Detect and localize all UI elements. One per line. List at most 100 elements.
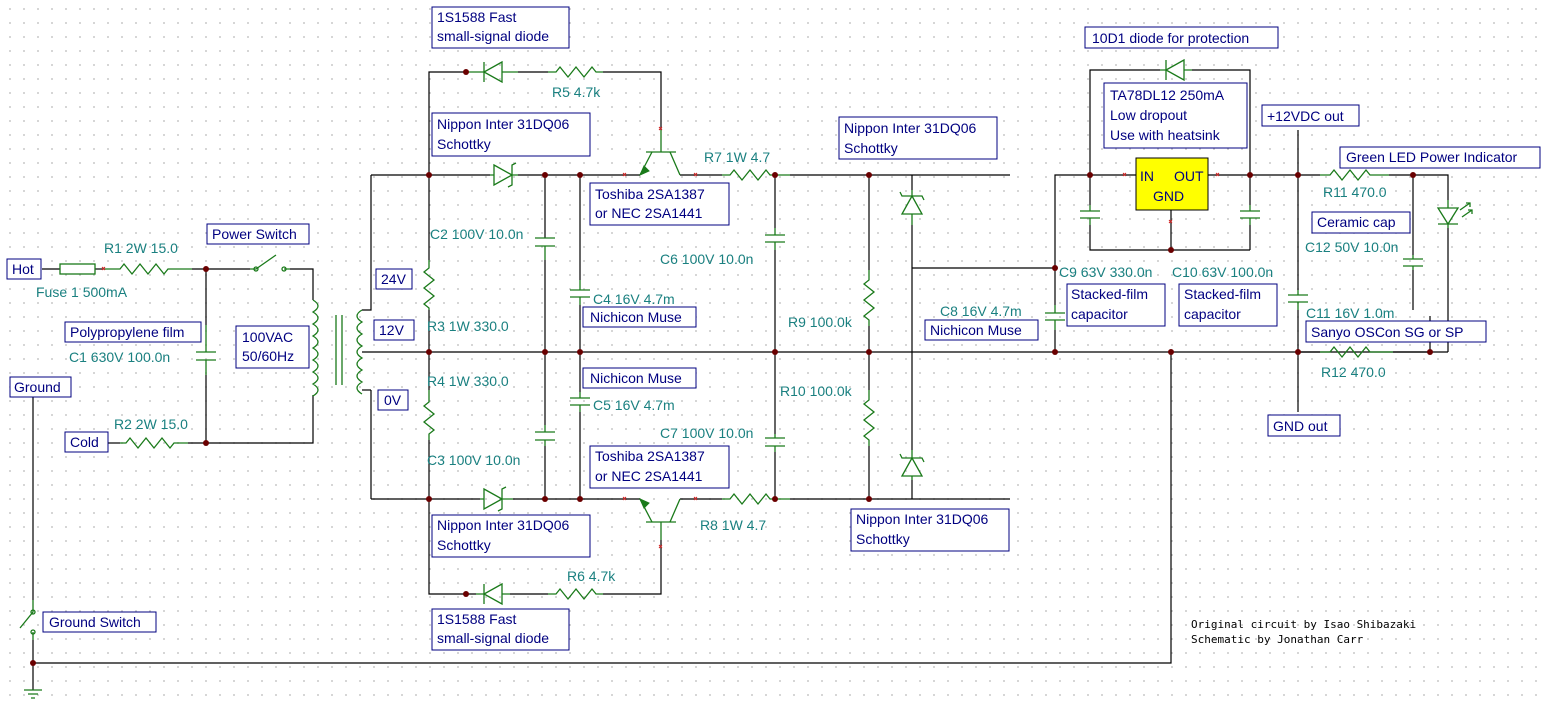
label-r7: R7 1W 4.7: [704, 149, 770, 165]
capacitors: [196, 205, 1423, 452]
label-r9: R9 100.0k: [788, 314, 853, 330]
regulator-in-label: IN: [1140, 168, 1154, 184]
led-indicator: [1436, 200, 1473, 228]
d-schottky-top-left: [490, 162, 518, 188]
d-1s1588-bottom: [476, 582, 510, 606]
r10-resistor: [862, 390, 876, 446]
label-fuse: Fuse 1 500mA: [36, 284, 128, 300]
note-protect-diode: 10D1 diode for protection: [1092, 30, 1249, 46]
label-c2: C2 100V 10.0n: [430, 226, 523, 242]
note-schottky-tr-2: Schottky: [844, 140, 898, 156]
regulator-ic: IN OUT GND: [1135, 157, 1209, 225]
note-regulator-2: Low dropout: [1110, 107, 1187, 123]
d-schottky-bottom-right: [899, 450, 925, 480]
note-diode-top-1: 1S1588 Fast: [437, 9, 516, 25]
d-1s1588-top: [466, 60, 518, 84]
r7-resistor: [722, 168, 790, 182]
note-schottky-bl-1: Nippon Inter 31DQ06: [437, 517, 570, 533]
label-r2: R2 2W 15.0: [114, 416, 188, 432]
credit-original: Original circuit by Isao Shibazaki: [1191, 618, 1416, 631]
label-c5: C5 16V 4.7m: [593, 397, 675, 413]
note-oscon: Sanyo OSCon SG or SP: [1311, 324, 1464, 340]
note-mains-1: 100VAC: [242, 329, 293, 345]
label-r11: R11 470.0: [1323, 184, 1387, 200]
note-regulator-1: TA78DL12 250mA: [1110, 87, 1225, 103]
power-switch: [250, 254, 290, 272]
note-trans-bottom-2: or NEC 2SA1441: [595, 468, 703, 484]
resistors: [104, 65, 1393, 601]
label-r12: R12 470.0: [1321, 364, 1386, 380]
d-schottky-top-right: [899, 190, 925, 225]
c5-capacitor: [570, 392, 590, 412]
note-regulator-3: Use with heatsink: [1110, 127, 1221, 143]
r9-resistor: [862, 270, 876, 326]
junctions: [30, 69, 1433, 666]
label-r6: R6 4.7k: [567, 568, 616, 584]
note-trans-top-2: or NEC 2SA1441: [595, 205, 703, 221]
transformer: [311, 299, 364, 397]
note-schottky-tr-1: Nippon Inter 31DQ06: [844, 120, 977, 136]
r2-resistor: [120, 436, 188, 450]
d-10d1-protection: [1160, 58, 1192, 82]
r11-resistor: [1320, 168, 1389, 182]
label-c8: C8 16V 4.7m: [940, 303, 1022, 319]
note-stacked1-1: Stacked-film: [1071, 286, 1148, 302]
regulator-out-label: OUT: [1174, 168, 1204, 184]
label-c11: C11 16V 1.0m: [1306, 305, 1394, 321]
credit-schematic: Schematic by Jonathan Carr: [1191, 633, 1364, 646]
transistor-top: [639, 130, 681, 176]
c11-capacitor: [1288, 290, 1308, 310]
note-schottky-bl-2: Schottky: [437, 537, 491, 553]
note-power-switch: Power Switch: [212, 226, 297, 242]
note-ceramic: Ceramic cap: [1317, 214, 1396, 230]
note-stacked1-2: capacitor: [1071, 306, 1128, 322]
credits: Original circuit by Isao Shibazaki Schem…: [1191, 618, 1416, 646]
fuse-symbol: [59, 263, 96, 275]
note-cold: Cold: [70, 434, 99, 450]
note-mains-2: 50/60Hz: [242, 348, 294, 364]
c12-capacitor: [1403, 255, 1423, 270]
c6-capacitor: [765, 228, 785, 250]
note-tap-24v: 24V: [381, 271, 407, 287]
label-c12: C12 50V 10.0n: [1305, 239, 1398, 255]
label-c4: C4 16V 4.7m: [593, 291, 675, 307]
label-r10: R10 100.0k: [780, 383, 853, 399]
pin-marks: [101, 126, 1220, 549]
c10-capacitor: [1240, 205, 1260, 225]
label-c6: C6 100V 10.0n: [660, 251, 753, 267]
ground-switch: [19, 600, 36, 640]
r1-resistor: [104, 262, 192, 276]
c3-capacitor: [535, 425, 555, 446]
label-r3: R3 1W 330.0: [427, 318, 509, 334]
note-texts: Hot Cold Ground Power Switch Ground Swit…: [12, 9, 1518, 646]
note-polypropylene: Polypropylene film: [70, 324, 184, 340]
r5-resistor: [548, 65, 603, 79]
label-c1: C1 630V 100.0n: [69, 349, 170, 365]
note-schottky-tl-2: Schottky: [437, 136, 491, 152]
note-hot: Hot: [12, 261, 34, 277]
note-diode-bottom-2: small-signal diode: [437, 630, 549, 646]
r8-resistor: [722, 492, 790, 506]
note-muse-top: Nichicon Muse: [590, 309, 682, 325]
label-r1: R1 2W 15.0: [104, 240, 178, 256]
label-c7: C7 100V 10.0n: [660, 425, 753, 441]
note-tap-0v: 0V: [384, 392, 402, 408]
component-labels: Fuse 1 500mA R1 2W 15.0 R2 2W 15.0 C1 63…: [36, 84, 1398, 584]
note-ground-switch: Ground Switch: [49, 614, 141, 630]
d-schottky-bottom-left: [480, 486, 513, 512]
c8-capacitor: [1045, 305, 1065, 330]
diodes: [466, 58, 1473, 606]
note-ground: Ground: [14, 379, 61, 395]
r4-resistor: [422, 390, 436, 440]
note-vout: +12VDC out: [1267, 108, 1344, 124]
label-r4: R4 1W 330.0: [427, 373, 509, 389]
c7-capacitor: [765, 434, 785, 452]
r3-resistor: [422, 260, 436, 310]
note-tap-12v: 12V: [379, 322, 405, 338]
r12-resistor: [1320, 345, 1393, 359]
note-diode-bottom-1: 1S1588 Fast: [437, 611, 516, 627]
note-led: Green LED Power Indicator: [1346, 149, 1518, 165]
c1-capacitor: [196, 325, 216, 375]
label-c10: C10 63V 100.0n: [1172, 264, 1273, 280]
